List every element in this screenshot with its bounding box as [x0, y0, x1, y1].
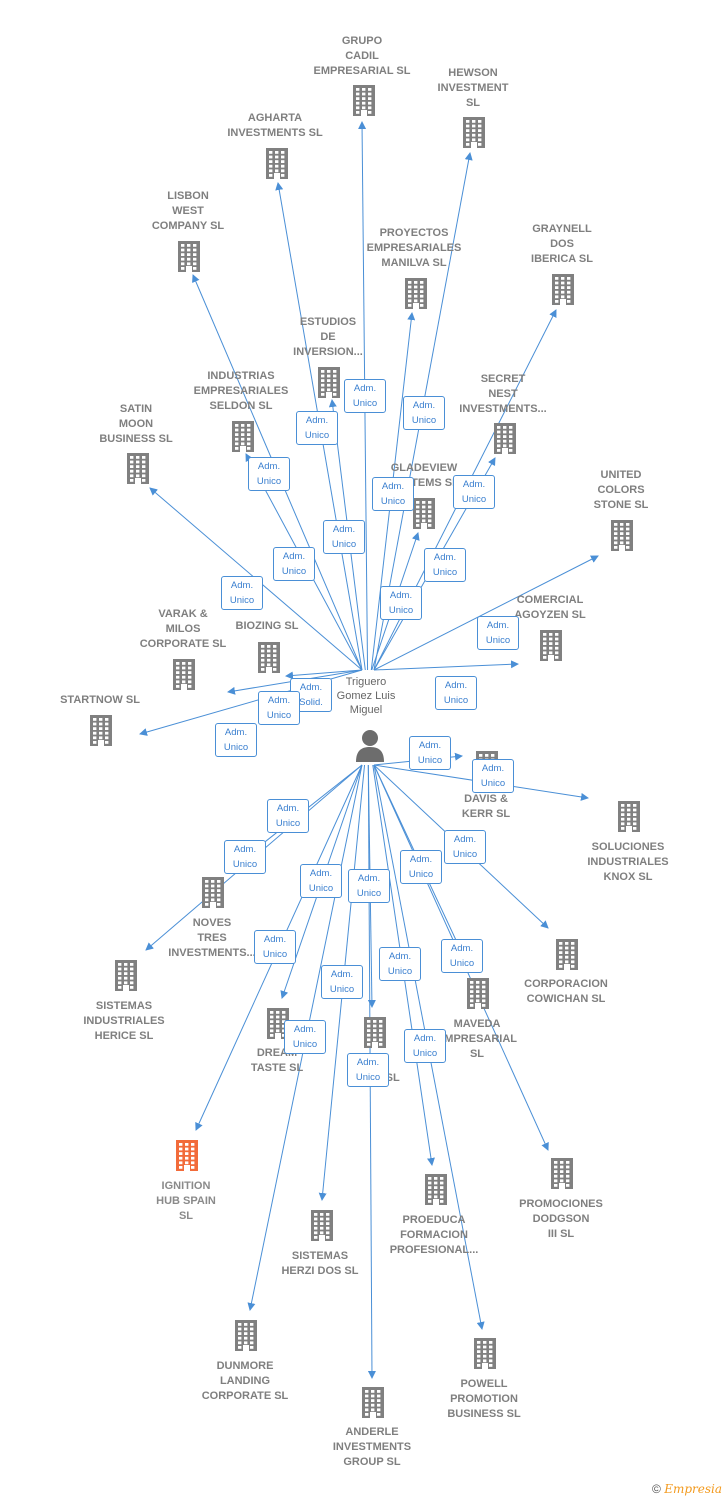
company-label-satin[interactable]: SATIN MOON BUSINESS SL: [99, 403, 173, 445]
company-label-sistemas-herice[interactable]: SISTEMAS INDUSTRIALES HERICE SL: [83, 1000, 165, 1042]
company-label-promociones[interactable]: PROMOCIONES DODGSON III SL: [519, 1198, 603, 1240]
role-badge[interactable]: Adm. Unico: [380, 586, 422, 620]
company-label-dunmore[interactable]: DUNMORE LANDING CORPORATE SL: [201, 1360, 289, 1402]
role-badge[interactable]: Adm. Unico: [403, 396, 445, 430]
role-badge[interactable]: Adm. Unico: [409, 736, 451, 770]
building-icon[interactable]: [113, 959, 139, 996]
building-icon[interactable]: [316, 366, 342, 403]
building-icon[interactable]: [554, 938, 580, 975]
company-label-sistemas-herzi[interactable]: SISTEMAS HERZI DOS SL: [281, 1250, 359, 1277]
role-badge[interactable]: Adm. Unico: [300, 864, 342, 898]
building-icon[interactable]: [171, 658, 197, 695]
company-label-powell[interactable]: POWELL PROMOTION BUSINESS SL: [447, 1378, 521, 1420]
building-icon[interactable]: [265, 1007, 291, 1044]
building-icon[interactable]: [549, 1157, 575, 1194]
role-badge[interactable]: Adm. Unico: [254, 930, 296, 964]
company-label-secret[interactable]: SECRET NEST INVESTMENTS...: [459, 373, 547, 415]
role-badge[interactable]: Adm. Unico: [284, 1020, 326, 1054]
brand-name[interactable]: Empresia: [664, 1482, 722, 1496]
copyright-symbol: ©: [652, 1482, 661, 1496]
footer-brand: © Empresia: [652, 1482, 722, 1496]
company-label-comercial[interactable]: COMERCIAL AGOYZEN SL: [514, 594, 586, 621]
company-label-industrias[interactable]: INDUSTRIAS EMPRESARIALES SELDON SL: [193, 370, 289, 412]
role-badge[interactable]: Adm. Unico: [258, 691, 300, 725]
company-label-davis[interactable]: DAVIS & KERR SL: [461, 793, 511, 820]
company-label-lisbon[interactable]: LISBON WEST COMPANY SL: [151, 190, 225, 232]
role-badge[interactable]: Adm. Unico: [472, 759, 514, 793]
role-badge[interactable]: Adm. Unico: [221, 576, 263, 610]
edge-biozing: [285, 669, 363, 680]
role-badge[interactable]: Adm. Unico: [441, 939, 483, 973]
role-badge[interactable]: Adm. Unico: [424, 548, 466, 582]
building-icon[interactable]: [465, 977, 491, 1014]
person-icon[interactable]: [354, 728, 386, 762]
role-badge[interactable]: Adm. Unico: [321, 965, 363, 999]
building-icon[interactable]: [538, 629, 564, 666]
role-badge[interactable]: Adm. Unico: [273, 547, 315, 581]
company-label-biozing[interactable]: BIOZING SL: [235, 620, 299, 632]
building-icon[interactable]: [309, 1209, 335, 1246]
building-icon[interactable]: [616, 800, 642, 837]
building-icon[interactable]: [233, 1319, 259, 1356]
company-label-startnow[interactable]: STARTNOW SL: [60, 694, 140, 706]
building-icon[interactable]: [264, 147, 290, 184]
company-label-anderle[interactable]: ANDERLE INVESTMENTS GROUP SL: [332, 1426, 412, 1468]
company-label-soluciones[interactable]: SOLUCIONES INDUSTRIALES KNOX SL: [587, 841, 669, 883]
role-badge[interactable]: Adm. Unico: [400, 850, 442, 884]
building-icon[interactable]: [230, 420, 256, 457]
company-label-varak[interactable]: VARAK & MILOS CORPORATE SL: [139, 608, 227, 650]
building-icon[interactable]: [411, 497, 437, 534]
role-badge[interactable]: Adm. Unico: [372, 477, 414, 511]
building-icon[interactable]: [174, 1139, 200, 1176]
company-label-grupo-cadil[interactable]: GRUPO CADIL EMPRESARIAL SL: [313, 35, 411, 77]
role-badge[interactable]: Adm. Unico: [323, 520, 365, 554]
company-label-hewson[interactable]: HEWSON INVESTMENT SL: [437, 67, 509, 109]
role-badge[interactable]: Adm. Unico: [215, 723, 257, 757]
center-person-label: Triguero Gomez Luis Miguel: [336, 676, 396, 716]
role-badge[interactable]: Adm. Unico: [248, 457, 290, 491]
role-badge[interactable]: Adm. Unico: [379, 947, 421, 981]
edge-united: [373, 555, 599, 671]
building-icon[interactable]: [472, 1337, 498, 1374]
building-icon[interactable]: [351, 84, 377, 121]
building-icon[interactable]: [360, 1386, 386, 1423]
building-icon[interactable]: [200, 876, 226, 913]
building-icon[interactable]: [362, 1016, 388, 1053]
company-label-noves[interactable]: NOVES TRES INVESTMENTS...: [168, 917, 256, 959]
role-badge[interactable]: Adm. Unico: [296, 411, 338, 445]
company-label-agharta[interactable]: AGHARTA INVESTMENTS SL: [227, 112, 323, 139]
building-icon[interactable]: [176, 240, 202, 277]
company-label-estudios[interactable]: ESTUDIOS DE INVERSION...: [293, 316, 363, 358]
edge-comercial: [373, 660, 519, 671]
role-badge[interactable]: Adm. Unico: [348, 869, 390, 903]
building-icon[interactable]: [550, 273, 576, 310]
company-label-proeduca[interactable]: PROEDUCA FORMACION PROFESIONAL...: [389, 1214, 479, 1256]
building-icon[interactable]: [403, 277, 429, 314]
role-badge[interactable]: Adm. Unico: [477, 616, 519, 650]
company-label-maveda[interactable]: MAVEDA EMPRESARIAL SL: [436, 1018, 518, 1060]
building-icon[interactable]: [461, 116, 487, 153]
building-icon[interactable]: [256, 641, 282, 678]
company-label-graynell[interactable]: GRAYNELL DOS IBERICA SL: [531, 223, 593, 265]
role-badge[interactable]: Adm. Unico: [224, 840, 266, 874]
company-label-corporacion[interactable]: CORPORACION COWICHAN SL: [524, 978, 608, 1005]
building-icon[interactable]: [88, 714, 114, 751]
role-badge[interactable]: Adm. Unico: [347, 1053, 389, 1087]
company-label-proyectos[interactable]: PROYECTOS EMPRESARIALES MANILVA SL: [366, 227, 462, 269]
building-icon[interactable]: [125, 452, 151, 489]
role-badge[interactable]: Adm. Unico: [453, 475, 495, 509]
role-badge[interactable]: Adm. Unico: [435, 676, 477, 710]
building-icon[interactable]: [492, 422, 518, 459]
role-badge[interactable]: Adm. Unico: [344, 379, 386, 413]
company-label-ignition[interactable]: IGNITION HUB SPAIN SL: [156, 1180, 216, 1222]
building-icon[interactable]: [609, 519, 635, 556]
company-label-united[interactable]: UNITED COLORS STONE SL: [593, 469, 649, 511]
role-badge[interactable]: Adm. Unico: [444, 830, 486, 864]
role-badge[interactable]: Adm. Unico: [267, 799, 309, 833]
role-badge[interactable]: Adm. Unico: [404, 1029, 446, 1063]
building-icon[interactable]: [423, 1173, 449, 1210]
